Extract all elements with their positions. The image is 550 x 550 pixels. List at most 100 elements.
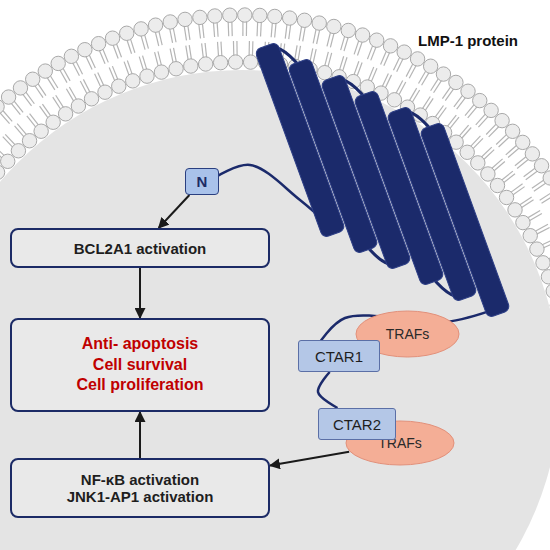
lipid-tail: [275, 23, 276, 38]
lipid-tail: [409, 65, 416, 78]
lipid-head: [134, 22, 148, 36]
lipid-head: [208, 9, 222, 23]
lipid-tail: [481, 147, 492, 157]
diagram-title: LMP-1 protein: [418, 32, 518, 49]
lipid-tail: [217, 22, 218, 37]
lipid-tail: [158, 51, 162, 66]
lipid-head: [523, 228, 537, 242]
lipid-head: [243, 55, 257, 69]
lipid-head: [91, 36, 105, 50]
lipid-head: [499, 190, 513, 204]
lipid-head: [317, 65, 331, 79]
lipid-tail: [50, 75, 58, 88]
lipid-head: [22, 134, 36, 148]
lipid-head: [126, 74, 140, 88]
node-text: BCL2A1 activation: [74, 240, 207, 257]
lipid-tail: [489, 126, 500, 137]
lipid-tail: [445, 88, 454, 100]
lipid-head: [516, 215, 530, 229]
lipid-tail: [357, 62, 362, 76]
lipid-tail: [526, 171, 538, 180]
lipid-tail: [23, 94, 32, 106]
lipid-tail: [385, 75, 391, 89]
lipid-head: [178, 12, 192, 26]
lipid-head: [78, 43, 92, 57]
lipid-tail: [396, 80, 403, 93]
lipid-tail: [459, 125, 469, 136]
lipid-tail: [437, 108, 446, 120]
lipid-tail: [76, 61, 83, 74]
node-text: Anti- apoptosis: [82, 334, 198, 355]
lipid-tail: [285, 24, 287, 39]
lipid-tail: [205, 43, 207, 58]
lipid-tail: [535, 224, 548, 231]
lipid-tail: [382, 73, 388, 87]
process-box: BCL2A1 activation: [10, 228, 270, 268]
lipid-tail: [478, 116, 488, 127]
lipid-head: [484, 103, 498, 117]
lipid-tail: [536, 227, 549, 234]
lipid-tail: [503, 174, 515, 183]
lipid-head: [490, 178, 504, 192]
n-terminus-box: N: [185, 168, 219, 195]
lipid-head: [297, 13, 311, 27]
lipid-tail: [2, 110, 12, 121]
lipid-tail: [412, 90, 420, 103]
lipid-tail: [17, 124, 27, 135]
lipid-head: [198, 57, 212, 71]
lipid-tail: [66, 89, 74, 102]
lipid-tail: [236, 41, 237, 56]
lipid-head: [341, 23, 355, 37]
lipid-tail: [14, 101, 23, 113]
lipid-head: [423, 59, 437, 73]
lipid-tail: [141, 35, 145, 49]
node-text: JNK1-AP1 activation: [67, 488, 214, 505]
lipid-tail: [399, 82, 406, 95]
lipid-tail: [447, 115, 456, 127]
lipid-tail: [486, 124, 496, 135]
ctar-domain: CTAR1: [298, 340, 380, 372]
lipid-tail: [246, 21, 247, 36]
lipid-tail: [260, 22, 262, 37]
lipid-heads: [0, 8, 550, 327]
lipid-head: [84, 92, 98, 106]
lipid-tail: [517, 159, 529, 168]
lipid-tail: [218, 42, 219, 57]
lipid-tail: [80, 81, 87, 94]
connector-line: [318, 372, 338, 408]
lipid-tail: [494, 161, 505, 171]
lipid-tail: [56, 95, 64, 108]
lipid-tail: [5, 134, 15, 145]
lipid-tail: [435, 105, 444, 117]
lipid-head: [543, 171, 550, 185]
lipid-tail: [328, 53, 332, 67]
lipid-tail: [468, 106, 478, 118]
lipid-head: [436, 67, 450, 81]
lipid-head: [449, 75, 463, 89]
lipid-tail: [173, 28, 176, 43]
lipid-tail: [442, 86, 451, 98]
lipid-head: [534, 159, 548, 173]
lipid-tail: [98, 72, 104, 86]
lipid-head: [13, 81, 27, 95]
connector-arrow: [139, 412, 141, 458]
lipid-head: [505, 124, 519, 138]
lipid-tail: [155, 31, 159, 46]
lipid-tail: [313, 49, 316, 64]
lipid-tail: [371, 46, 376, 60]
lipid-tail: [313, 29, 316, 44]
lipid-head: [193, 10, 207, 24]
lipid-tail: [470, 136, 480, 147]
lipid-head: [355, 28, 369, 42]
lipid-head: [26, 72, 40, 86]
lipid-head: [253, 8, 267, 22]
lipid-head: [473, 93, 487, 107]
lipid-head: [383, 39, 397, 53]
lipid-head: [112, 79, 126, 93]
lipid-head: [58, 107, 72, 121]
lipid-tail: [406, 63, 413, 76]
lipid-tail: [450, 117, 459, 129]
node-text: CTAR1: [315, 348, 363, 365]
lipid-head: [461, 84, 475, 98]
lipid-tail: [512, 187, 524, 196]
